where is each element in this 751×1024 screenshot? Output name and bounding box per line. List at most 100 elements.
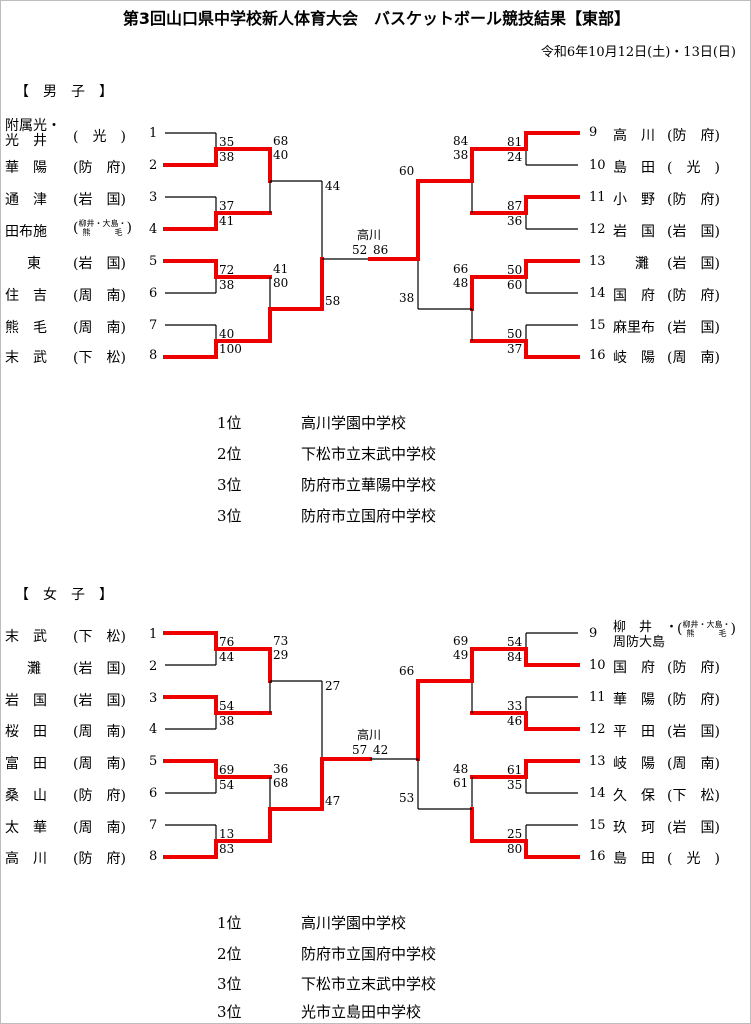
team-number: 16 [589, 348, 606, 363]
team-region: ( 光 ) [667, 160, 720, 176]
score-label: 33 [507, 699, 523, 713]
team-region: (岩 国) [667, 224, 720, 240]
team-region: (防 府) [667, 288, 720, 304]
result-rank: 3位 [217, 476, 242, 494]
score-label: 38 [219, 150, 235, 164]
team-number: 9 [589, 626, 598, 641]
score-label: 41 [219, 214, 235, 228]
result-school: 光市立島田中学校 [301, 1003, 422, 1021]
event-date: 令和6年10月12日(土)・13日(日) [540, 45, 736, 60]
team-region: (防 府) [73, 788, 126, 804]
champion-label: 高川 [357, 728, 382, 742]
team-name: 末 武 [5, 350, 47, 366]
score-label: 42 [373, 743, 389, 757]
score-label: 38 [453, 148, 469, 162]
score-label: 66 [399, 664, 415, 678]
team-name: 華 陽 [613, 692, 655, 708]
team-region: (岩 国) [667, 820, 720, 836]
score-label: 69 [219, 763, 235, 777]
score-label: 36 [507, 214, 523, 228]
score-label: 48 [453, 276, 469, 290]
team-name: 桜 田 [5, 724, 47, 740]
team-number: 10 [589, 158, 606, 173]
team-region: (岩 国) [73, 256, 126, 272]
team-number: 13 [589, 254, 606, 269]
score-label: 83 [219, 842, 235, 856]
score-label: 48 [453, 762, 469, 776]
team-region: (周 南) [667, 756, 720, 772]
team-name: 桑 山 [5, 788, 47, 804]
score-label: 46 [507, 714, 523, 728]
score-label: 52 [352, 243, 368, 257]
team-region: (防 府) [667, 660, 720, 676]
team-name: 附属光・光 井 [5, 118, 61, 149]
team-region: (岩 国) [667, 724, 720, 740]
team-number: 12 [589, 222, 606, 237]
team-number: 11 [589, 190, 606, 205]
team-name: 小 野 [613, 192, 655, 208]
team-region-small: (柳井・大島・熊 毛) [677, 620, 736, 638]
team-number: 2 [149, 158, 158, 173]
result-school: 防府市立華陽中学校 [301, 476, 437, 494]
team-name: 久 保 [613, 788, 655, 804]
page-title: 第3回山口県中学校新人体育大会 バスケットボール競技結果【東部】 [122, 9, 631, 28]
team-region: (周 南) [73, 724, 126, 740]
team-name: 国 府 [613, 288, 655, 304]
team-region: (防 府) [667, 692, 720, 708]
team-number: 3 [149, 691, 158, 706]
score-label: 47 [325, 794, 341, 808]
score-label: 84 [507, 650, 523, 664]
team-region: (周 南) [667, 350, 720, 366]
score-label: 76 [219, 635, 235, 649]
score-label: 24 [507, 150, 523, 164]
score-label: 25 [507, 827, 523, 841]
team-name: 岐 陽 [613, 756, 655, 772]
team-region: (岩 国) [73, 192, 126, 208]
team-number: 5 [149, 754, 158, 769]
result-rank: 2位 [217, 945, 242, 963]
score-label: 53 [399, 791, 415, 805]
score-label: 54 [219, 699, 235, 713]
result-rank: 1位 [217, 414, 242, 432]
result-school: 防府市立国府中学校 [301, 507, 437, 525]
team-region: (下 松) [667, 788, 720, 804]
score-label: 100 [219, 342, 242, 356]
team-number: 7 [149, 818, 158, 833]
team-number: 14 [589, 286, 606, 301]
score-label: 38 [219, 278, 235, 292]
team-number: 2 [149, 659, 158, 674]
score-label: 40 [273, 148, 289, 162]
team-number: 6 [149, 786, 158, 801]
team-name: 柳 井 ・周防大島 [613, 620, 679, 650]
team-number: 3 [149, 190, 158, 205]
team-region: (防 府) [667, 192, 720, 208]
score-label: 44 [325, 179, 341, 193]
result-rank: 3位 [217, 507, 242, 525]
score-label: 44 [219, 650, 235, 664]
team-number: 7 [149, 318, 158, 333]
team-region: (周 南) [73, 756, 126, 772]
team-name: 太 華 [5, 820, 47, 836]
team-name: 田布施 [5, 224, 47, 240]
score-label: 37 [507, 342, 523, 356]
team-name: 岩 国 [5, 693, 47, 709]
team-number: 8 [149, 849, 158, 864]
score-label: 84 [453, 134, 469, 148]
team-name: 国 府 [613, 660, 655, 676]
team-number: 15 [589, 818, 606, 833]
champion-label: 高川 [357, 228, 382, 242]
team-name: 灘 [635, 256, 649, 272]
girls-section-heading: 【 女 子 】 [15, 587, 113, 603]
team-region: (防 府) [73, 851, 126, 867]
team-number: 15 [589, 318, 606, 333]
score-label: 68 [273, 776, 289, 790]
score-label: 54 [219, 778, 235, 792]
team-name: 岐 陽 [613, 350, 655, 366]
result-school: 高川学園中学校 [301, 414, 407, 432]
team-name: 岩 国 [613, 224, 655, 240]
score-label: 68 [273, 134, 289, 148]
team-number: 6 [149, 286, 158, 301]
result-rank: 1位 [217, 914, 242, 932]
